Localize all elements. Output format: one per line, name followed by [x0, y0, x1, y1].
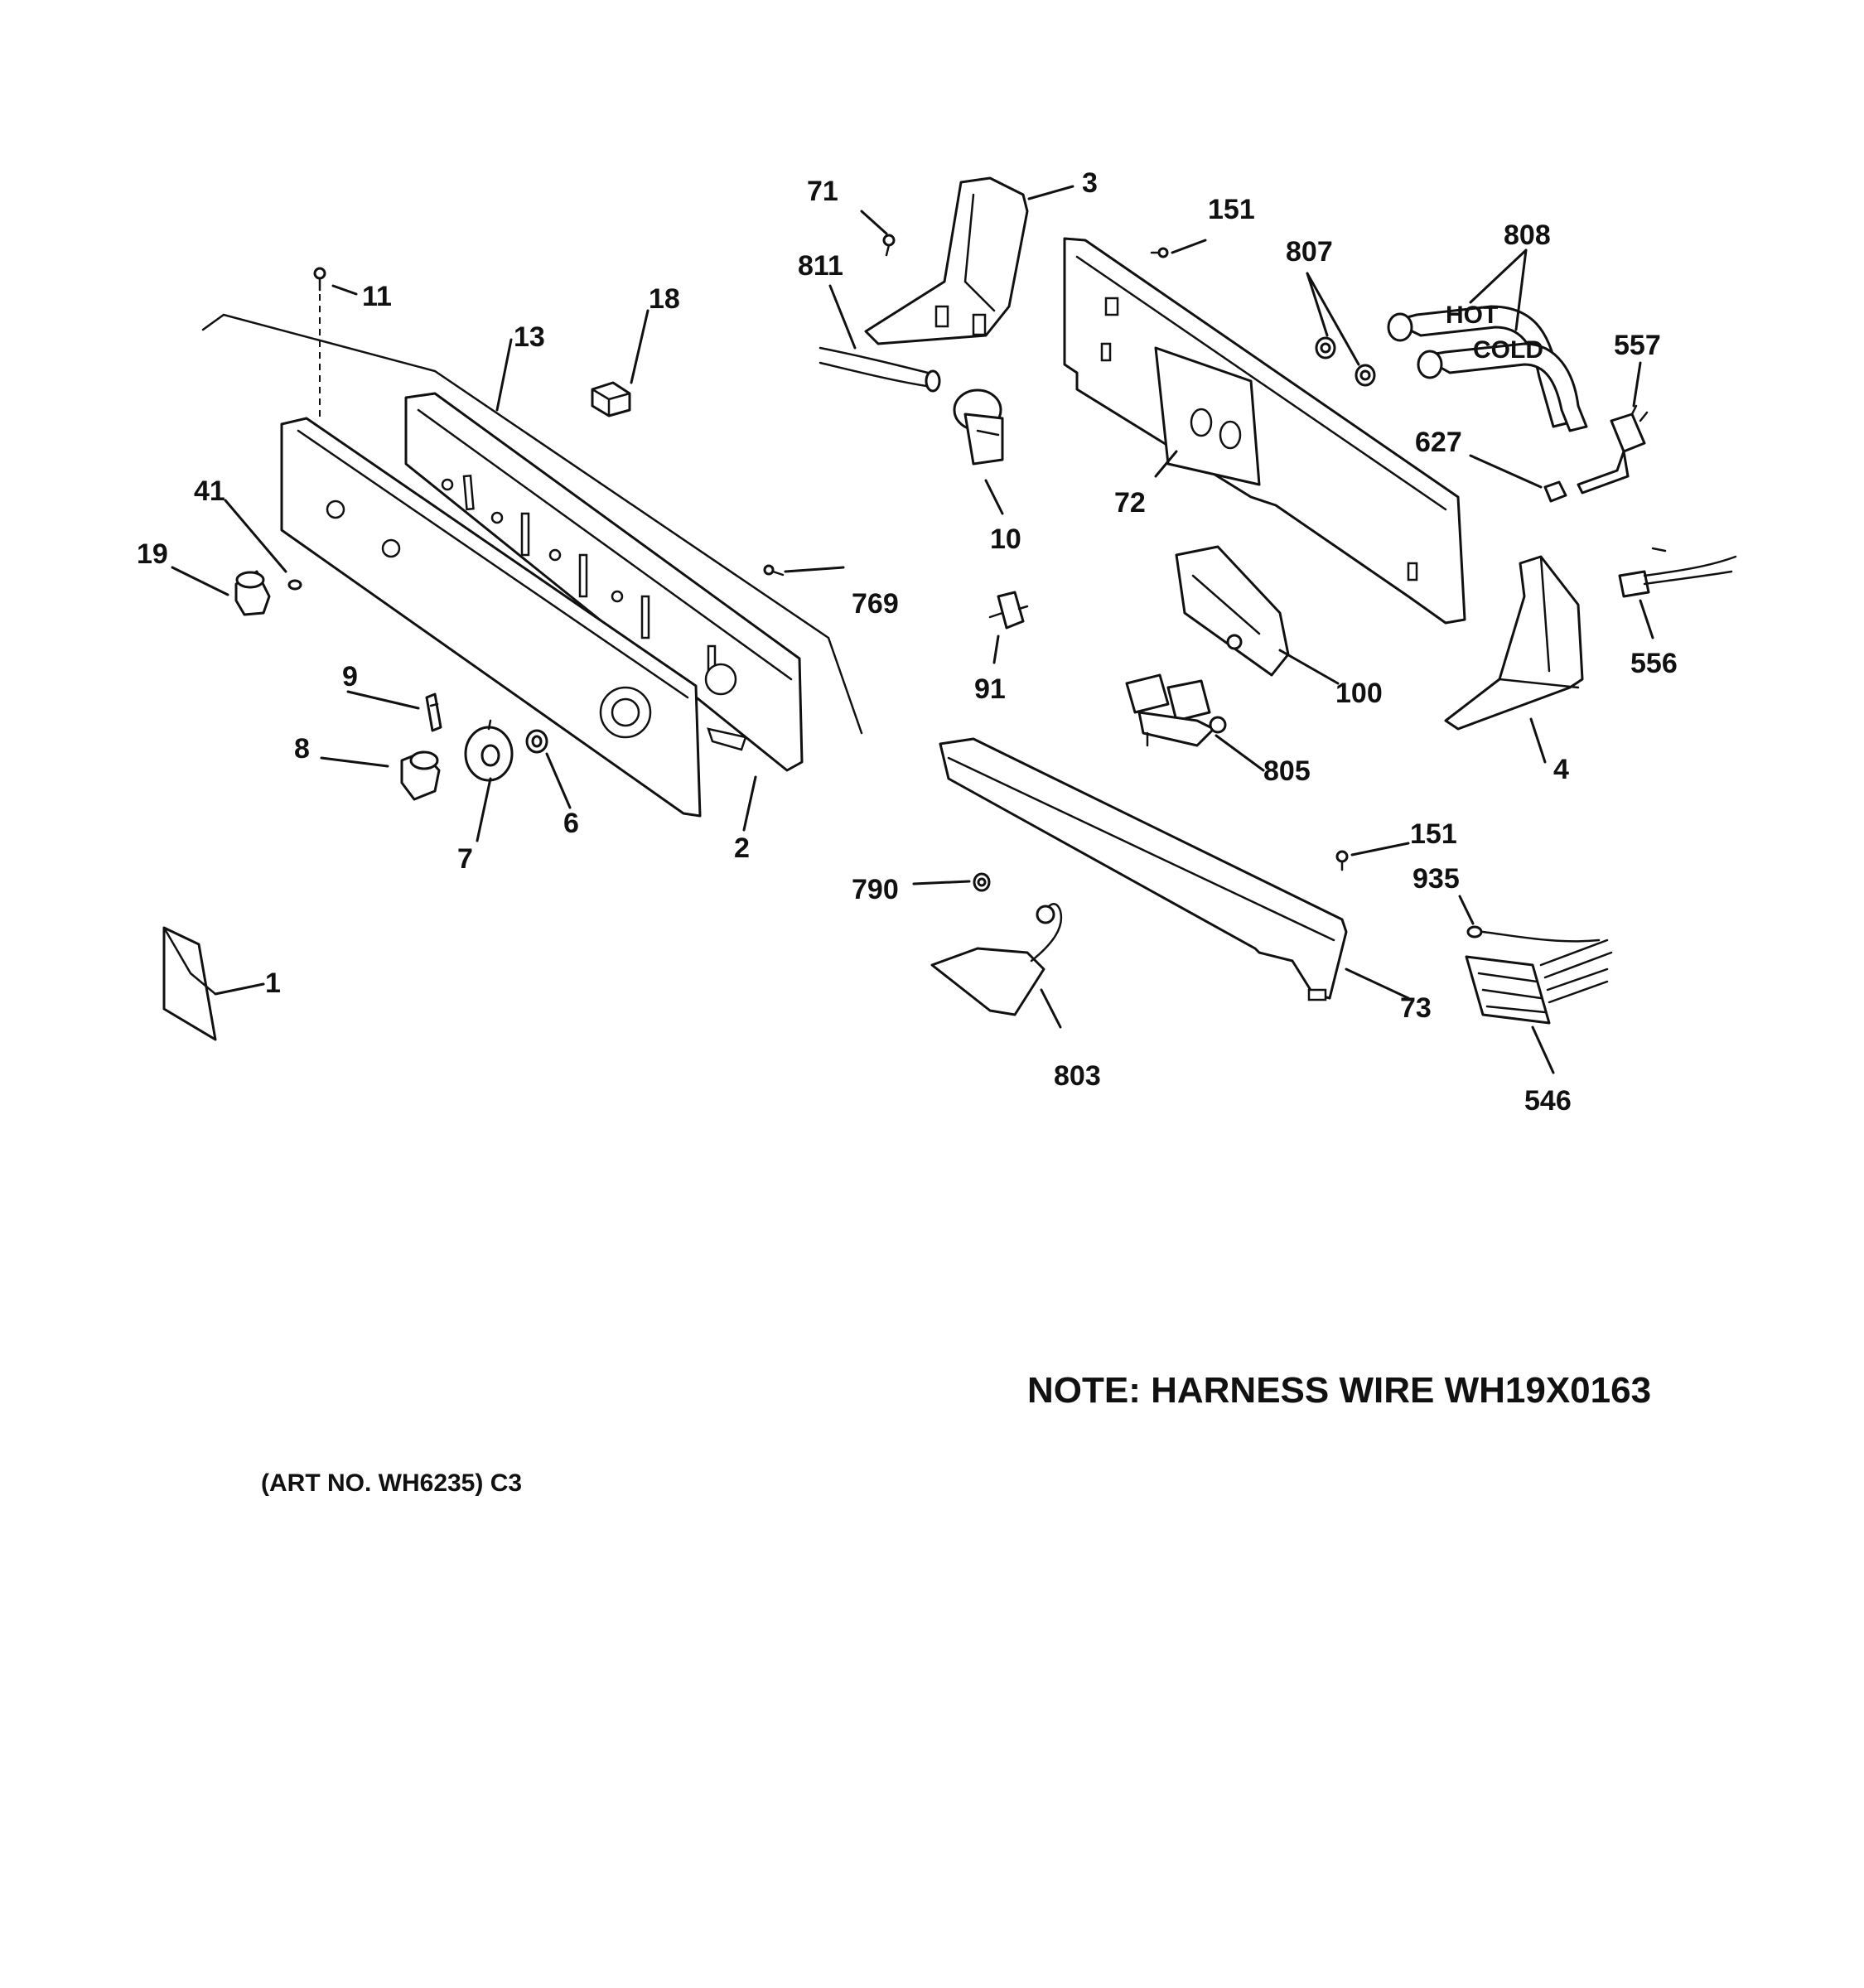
part-91-switch [988, 591, 1029, 630]
part-4-right-bracket [1444, 555, 1584, 731]
part-556-connector [1618, 547, 1737, 598]
part-71-screw [882, 234, 896, 257]
callout-100: 100 [1335, 678, 1383, 709]
part-803-inlet [930, 903, 1063, 1016]
callout-811: 811 [798, 250, 843, 282]
part-151-top-screw [1150, 247, 1169, 258]
part-13-panel-frame [404, 392, 804, 772]
callout-2: 2 [734, 832, 750, 864]
callout-151-lower: 151 [1410, 818, 1457, 850]
callout-6: 6 [563, 808, 579, 839]
callout-10: 10 [990, 524, 1021, 555]
callout-72: 72 [1114, 487, 1146, 519]
callout-3: 3 [1082, 167, 1098, 199]
part-72-backsplash [1063, 237, 1466, 625]
part-769-screw [763, 564, 785, 577]
part-790-clamp [973, 872, 991, 892]
callout-769: 769 [852, 588, 899, 620]
part-41-clip [287, 579, 302, 591]
part-73-lower-bracket [939, 737, 1348, 1001]
callout-11: 11 [362, 281, 392, 312]
callout-627: 627 [1415, 427, 1462, 458]
callout-790: 790 [852, 874, 899, 905]
part-805-water-valve [1125, 673, 1227, 747]
callout-805: 805 [1263, 755, 1311, 787]
callout-807: 807 [1286, 236, 1333, 268]
callout-18: 18 [649, 283, 680, 315]
leader-lines [171, 185, 1654, 1074]
callout-1: 1 [265, 967, 281, 999]
part-6-nut [525, 729, 548, 754]
part-627-grommet [1543, 480, 1567, 503]
callout-557: 557 [1614, 330, 1661, 361]
part-9-clip [425, 692, 442, 732]
part-151-lower-screw [1335, 850, 1349, 871]
part-3-bracket [864, 176, 1029, 345]
hose-cold-label: COLD [1473, 336, 1543, 364]
part-100-timer [1175, 545, 1290, 677]
part-807-washers [1315, 336, 1376, 387]
callout-808: 808 [1504, 220, 1551, 251]
part-1-envelope [162, 926, 217, 1041]
callout-7: 7 [457, 843, 473, 875]
callout-13: 13 [514, 321, 545, 353]
callout-935: 935 [1412, 863, 1460, 895]
callout-9: 9 [342, 661, 358, 692]
callout-73: 73 [1400, 992, 1432, 1024]
callout-4: 4 [1553, 754, 1569, 785]
part-8-knob [400, 750, 441, 801]
part-10-pressure-switch [953, 388, 1004, 466]
part-546-harness [1465, 930, 1613, 1025]
callout-556: 556 [1630, 648, 1678, 679]
callout-8: 8 [294, 733, 310, 765]
harness-note: NOTE: HARNESS WIRE WH19X0163 [1027, 1370, 1651, 1411]
part-935-wire [1466, 925, 1483, 939]
part-11-screw [313, 267, 326, 418]
callout-803: 803 [1054, 1060, 1101, 1092]
callout-19: 19 [137, 538, 168, 570]
part-18-block [591, 381, 631, 417]
part-7-dial [464, 719, 514, 782]
part-808-fill-hoses: HOT COLD [1387, 302, 1588, 432]
panel-outline-line [201, 313, 863, 735]
callout-151-top: 151 [1208, 194, 1255, 225]
callout-41: 41 [194, 475, 225, 507]
part-2-control-panel [280, 417, 702, 818]
art-number: (ART NO. WH6235) C3 [261, 1469, 522, 1497]
callout-71: 71 [807, 176, 838, 207]
part-19-knob [234, 570, 271, 616]
callout-546: 546 [1524, 1085, 1572, 1117]
callout-91: 91 [974, 673, 1006, 705]
part-557-power-cord [1577, 404, 1649, 495]
part-811-hose [819, 346, 941, 393]
hose-hot-label: HOT [1446, 302, 1498, 329]
